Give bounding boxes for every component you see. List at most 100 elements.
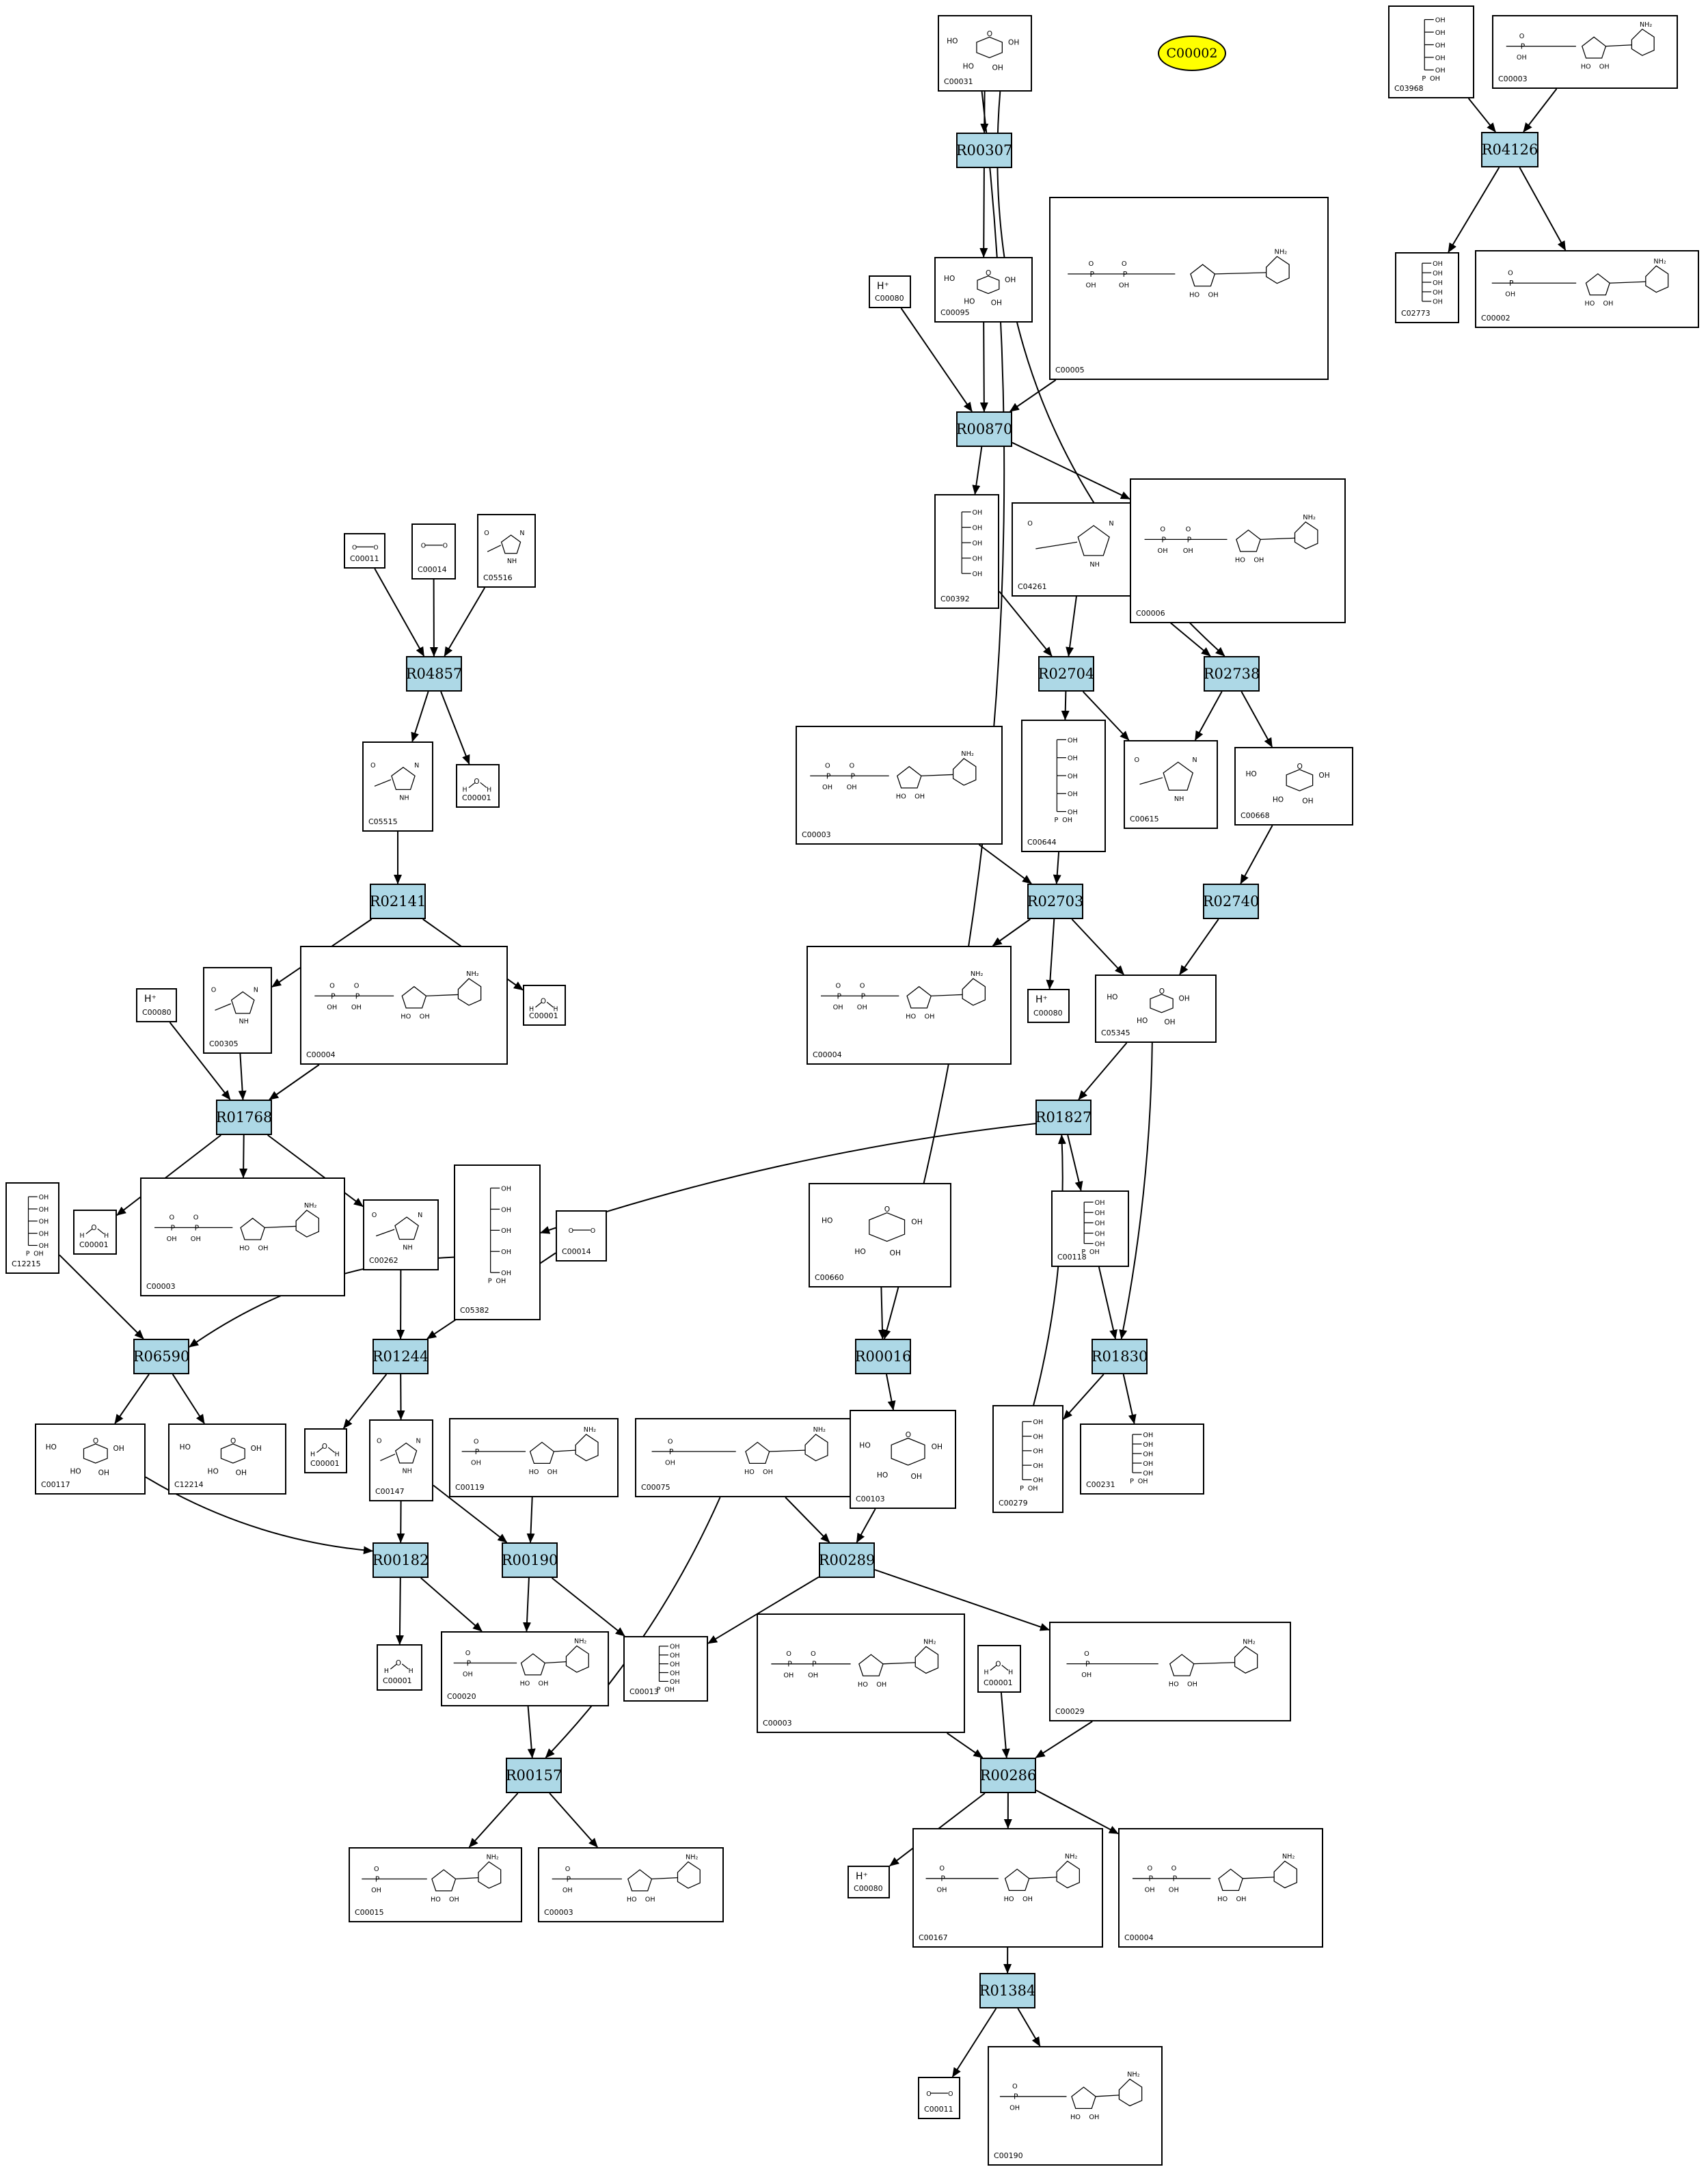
reaction-node-r00190[interactable]: R00190 xyxy=(502,1542,558,1578)
reaction-node-r01384[interactable]: R01384 xyxy=(979,1973,1035,2008)
reaction-node-r01827[interactable]: R01827 xyxy=(1035,1100,1092,1135)
reaction-node-r00870[interactable]: R00870 xyxy=(956,411,1012,447)
reaction-node-r06590[interactable]: R06590 xyxy=(133,1339,189,1374)
reaction-node-r02141[interactable]: R02141 xyxy=(370,884,426,919)
svg-text:OH: OH xyxy=(1068,791,1078,798)
reaction-node-r02704[interactable]: R02704 xyxy=(1038,656,1094,692)
compound-id: C00103 xyxy=(856,1495,885,1503)
reaction-node-r00289[interactable]: R00289 xyxy=(819,1542,875,1578)
compound-id: C00190 xyxy=(994,2151,1023,2160)
edge-arrow xyxy=(1071,918,1124,975)
edge-arrow xyxy=(374,568,425,657)
svg-text:O: O xyxy=(849,763,854,770)
svg-text:HO: HO xyxy=(529,1469,539,1476)
svg-text:HO: HO xyxy=(877,1471,888,1480)
reaction-node-r02740[interactable]: R02740 xyxy=(1203,884,1259,919)
compound-id: C00001 xyxy=(79,1240,109,1249)
svg-text:O: O xyxy=(91,1224,96,1232)
svg-text:P: P xyxy=(1148,1875,1153,1883)
reaction-node-r01830[interactable]: R01830 xyxy=(1092,1339,1148,1374)
highlight-compound-label: C00002 xyxy=(1166,46,1218,61)
compound-id: C00014 xyxy=(562,1247,591,1256)
compound-node-c00080[interactable]: H⁺C00080 xyxy=(848,1866,890,1898)
compound-node-c00080[interactable]: H⁺C00080 xyxy=(136,988,177,1022)
compound-id: C00392 xyxy=(940,595,970,603)
reaction-node-r00016[interactable]: R00016 xyxy=(855,1339,911,1374)
compound-node-c00080[interactable]: H⁺C00080 xyxy=(1027,989,1070,1023)
reaction-node-r00307[interactable]: R00307 xyxy=(956,133,1012,168)
reaction-node-r01768[interactable]: R01768 xyxy=(216,1100,272,1135)
svg-text:HO: HO xyxy=(906,1013,916,1021)
highlight-compound-oval[interactable]: C00002 xyxy=(1158,36,1226,71)
reaction-node-r02738[interactable]: R02738 xyxy=(1204,656,1260,692)
reaction-node-r04126[interactable]: R04126 xyxy=(1481,132,1538,167)
svg-text:OH: OH xyxy=(1033,1419,1043,1426)
reaction-node-r02703[interactable]: R02703 xyxy=(1027,884,1083,919)
svg-text:HO: HO xyxy=(1245,769,1256,778)
compound-id: C00231 xyxy=(1086,1480,1115,1489)
reaction-node-r00286[interactable]: R00286 xyxy=(980,1758,1036,1793)
svg-text:OH: OH xyxy=(1095,1240,1105,1248)
reaction-node-r04857[interactable]: R04857 xyxy=(406,656,462,692)
svg-text:OH: OH xyxy=(670,1669,680,1677)
reaction-node-r01244[interactable]: R01244 xyxy=(372,1339,429,1374)
reaction-node-r00182[interactable]: R00182 xyxy=(372,1542,429,1578)
svg-text:P: P xyxy=(1085,1660,1090,1669)
compound-node-c00080[interactable]: H⁺C00080 xyxy=(869,275,911,308)
svg-text:H: H xyxy=(984,1669,989,1676)
reaction-node-r00157[interactable]: R00157 xyxy=(506,1758,562,1793)
